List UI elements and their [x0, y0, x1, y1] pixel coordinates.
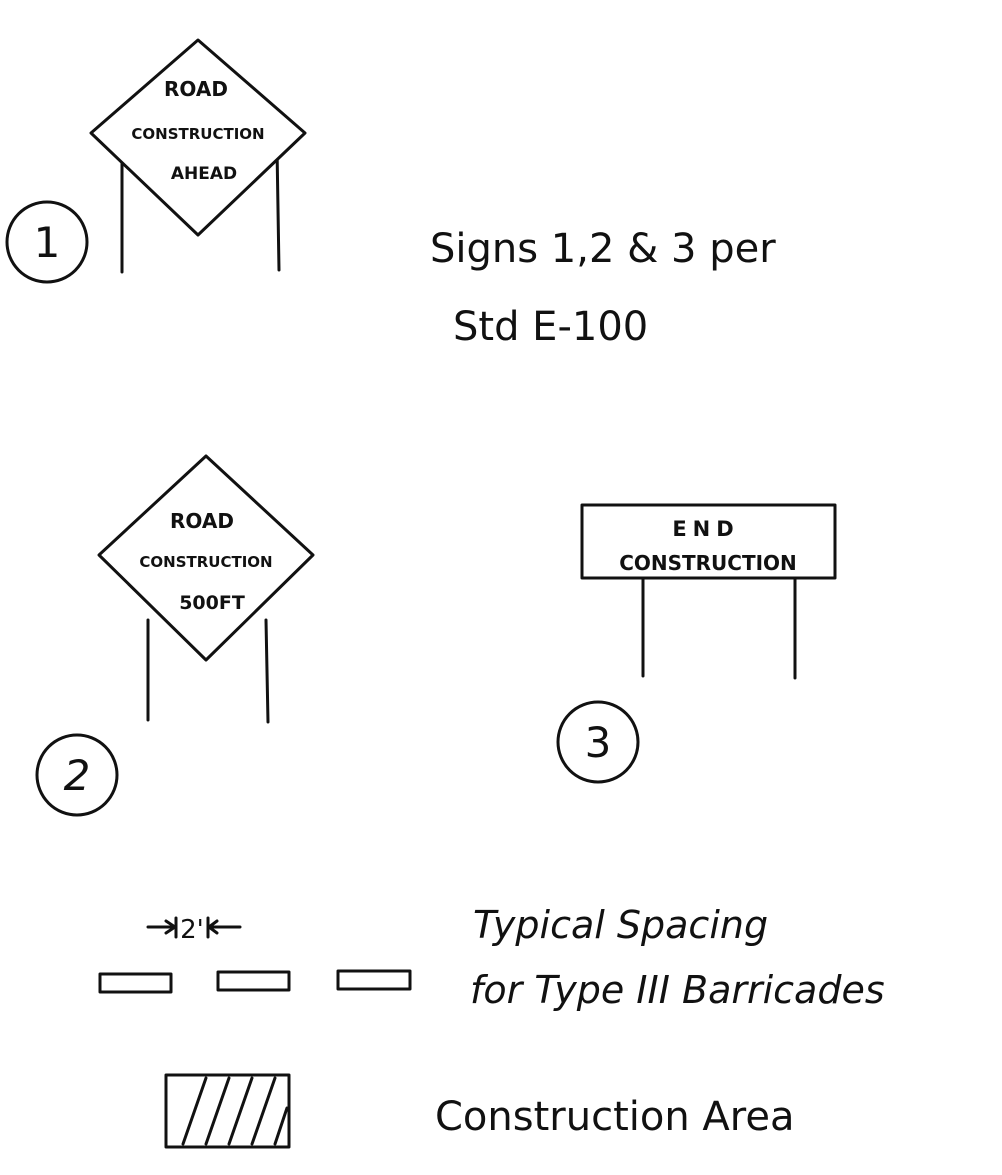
construction-area-swatch — [164, 1073, 291, 1149]
note-line-2: Std E-100 — [453, 304, 648, 350]
sign-3: END CONSTRUCTION — [580, 503, 837, 680]
sign-1-line-3: AHEAD — [171, 164, 237, 184]
spacing-label-line-2: for Type III Barricades — [470, 968, 885, 1012]
sign-2-number-text: 2 — [64, 751, 91, 800]
sign-1-line-1: ROAD — [164, 77, 228, 101]
sign-1-post-right — [275, 146, 281, 272]
sign-3-number-circle — [556, 700, 640, 784]
sign-1-number-circle — [5, 200, 89, 284]
sign-1-diamond — [89, 38, 307, 237]
sign-1-number-text: 1 — [34, 218, 61, 267]
construction-area-label: Construction Area — [435, 1094, 794, 1140]
sign-2-post-right — [264, 618, 270, 724]
barricade-3 — [336, 969, 412, 991]
barricade-2 — [216, 970, 291, 992]
spacing-label-line-1: Typical Spacing — [473, 903, 768, 947]
barricade-spacing-legend: 2' Typical Spacing for Type III Barricad… — [98, 903, 885, 1012]
sign-1-number: 1 — [5, 200, 89, 284]
sign-3-number: 3 — [556, 700, 640, 784]
sign-2-line-3: 500FT — [179, 592, 245, 614]
sign-3-board — [580, 503, 837, 580]
sign-1: ROAD CONSTRUCTION AHEAD — [89, 38, 307, 274]
hatch-pattern — [181, 1076, 289, 1146]
sign-2: ROAD CONSTRUCTION 500FT — [97, 454, 315, 724]
barricade-1 — [98, 972, 173, 994]
note-line-1: Signs 1,2 & 3 per — [430, 226, 776, 272]
sign-2-diamond — [97, 454, 315, 662]
spacing-dimension-label: 2' — [180, 915, 204, 945]
standard-note: Signs 1,2 & 3 per Std E-100 — [430, 226, 776, 350]
sign-2-line-1: ROAD — [170, 509, 234, 533]
spacing-dimension: 2' — [146, 915, 242, 945]
sign-2-number-circle — [35, 733, 119, 817]
construction-area-legend: Construction Area — [164, 1073, 794, 1149]
sign-2-number: 2 — [35, 733, 119, 817]
sign-2-line-2: CONSTRUCTION — [139, 553, 272, 571]
sign-3-number-text: 3 — [585, 718, 612, 767]
sign-1-line-2: CONSTRUCTION — [131, 125, 264, 143]
sign-3-line-1: END — [672, 517, 739, 541]
sign-3-line-2: CONSTRUCTION — [619, 551, 797, 575]
